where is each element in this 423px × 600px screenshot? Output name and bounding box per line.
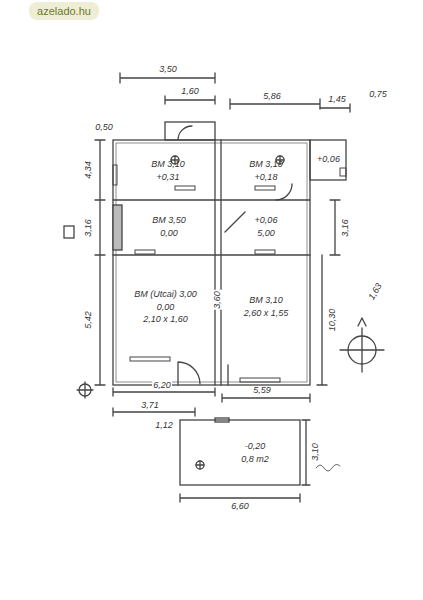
- watermark: azelado.hu: [29, 2, 99, 20]
- dimension-label: 4,34: [84, 160, 94, 180]
- room-area: +0,06 5,00: [224, 203, 308, 251]
- dimension-label: 0,75: [368, 90, 388, 100]
- room-note: +0,06: [255, 216, 278, 226]
- dimension-label: 1,60: [180, 87, 200, 97]
- dimension-label: 1,45: [327, 95, 347, 105]
- dimension-label: 10,30: [328, 308, 338, 333]
- dimension-label: 5,59: [252, 386, 272, 396]
- room-note: BM 3,10: [249, 296, 283, 306]
- dimension-label: 6,60: [230, 502, 250, 512]
- dimension-label: 1,63: [367, 281, 385, 303]
- dimension-label: 5,86: [262, 92, 282, 102]
- dimension-label: 3,71: [140, 401, 160, 411]
- room-note: 2,60 x 1,55: [244, 309, 289, 319]
- room-area: BM (Utcai) 3,00 0,00 2,10 x 1,60: [118, 260, 213, 355]
- room-area: +0,06: [312, 142, 345, 178]
- dimension-label: 5,42: [84, 310, 94, 330]
- room-note: +0,18: [255, 173, 278, 183]
- room-note: BM 3,50: [152, 216, 186, 226]
- room-note: -0,20: [245, 442, 266, 452]
- room-area: BM 3,10 2,60 x 1,55: [224, 260, 308, 355]
- room-area: BM 3,50 0,00: [124, 203, 214, 251]
- dimension-label: 3,10: [311, 442, 321, 462]
- room-note: 2,10 x 1,60: [143, 315, 188, 325]
- room-note: BM (Utcai) 3,00: [134, 290, 197, 300]
- dimension-label: 3,16: [84, 218, 94, 238]
- dimension-label: 1,12: [154, 421, 174, 431]
- room-note: 0,00: [160, 229, 178, 239]
- room-note: 0,00: [157, 303, 175, 313]
- dimension-label: 0,50: [94, 123, 114, 133]
- room-note: 0,8 m2: [241, 455, 269, 465]
- dimension-label: 3,16: [341, 218, 351, 238]
- room-area: BM 3,10 +0,31: [122, 145, 214, 197]
- dimension-label: 3,50: [158, 65, 178, 75]
- room-note: BM 3,10: [151, 160, 185, 170]
- room-note: +0,31: [157, 173, 180, 183]
- dimension-label: 3,60: [213, 290, 223, 310]
- room-note: BM 3,10: [249, 160, 283, 170]
- room-note: 5,00: [257, 229, 275, 239]
- dimension-label: 6,20: [152, 381, 172, 391]
- room-area: BM 3,10 +0,18: [224, 145, 308, 197]
- room-note: +0,06: [317, 155, 340, 165]
- room-area: -0,20 0,8 m2: [212, 424, 298, 482]
